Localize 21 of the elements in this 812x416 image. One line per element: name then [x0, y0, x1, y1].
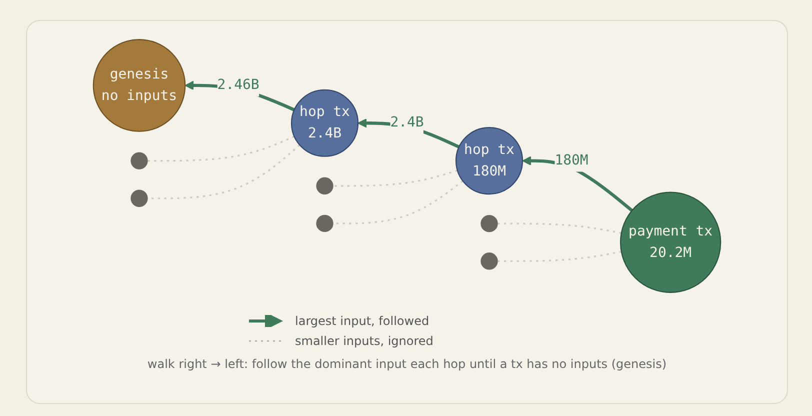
flow-diagram: 180M 2.4B 2.46B genesis no inputs hop tx 2.4B hop tx 180M payment tx 20.2M	[37, 31, 777, 301]
node-circle	[92, 39, 186, 132]
node-circle	[620, 192, 722, 293]
node-circle	[480, 252, 498, 270]
legend-text: largest input, followed	[295, 314, 430, 328]
node-circle	[130, 190, 148, 207]
node-circle	[290, 89, 359, 157]
node-circle	[480, 215, 498, 232]
connector	[497, 250, 622, 262]
connector	[147, 136, 295, 162]
node-circle	[130, 152, 148, 170]
edge-label: 2.46B	[217, 77, 260, 94]
connector	[332, 170, 458, 187]
legend-text: smaller inputs, ignored	[295, 334, 434, 348]
node-circle	[316, 214, 334, 232]
edge-label: 2.4B	[390, 114, 424, 131]
note-text: walk right → left: follow the dominant input each hop until a tx has no inputs (genesis)	[147, 357, 667, 371]
node-circle	[316, 177, 334, 194]
connector	[497, 222, 622, 234]
node-circle	[455, 127, 524, 195]
edge-label: 180M	[554, 152, 588, 169]
